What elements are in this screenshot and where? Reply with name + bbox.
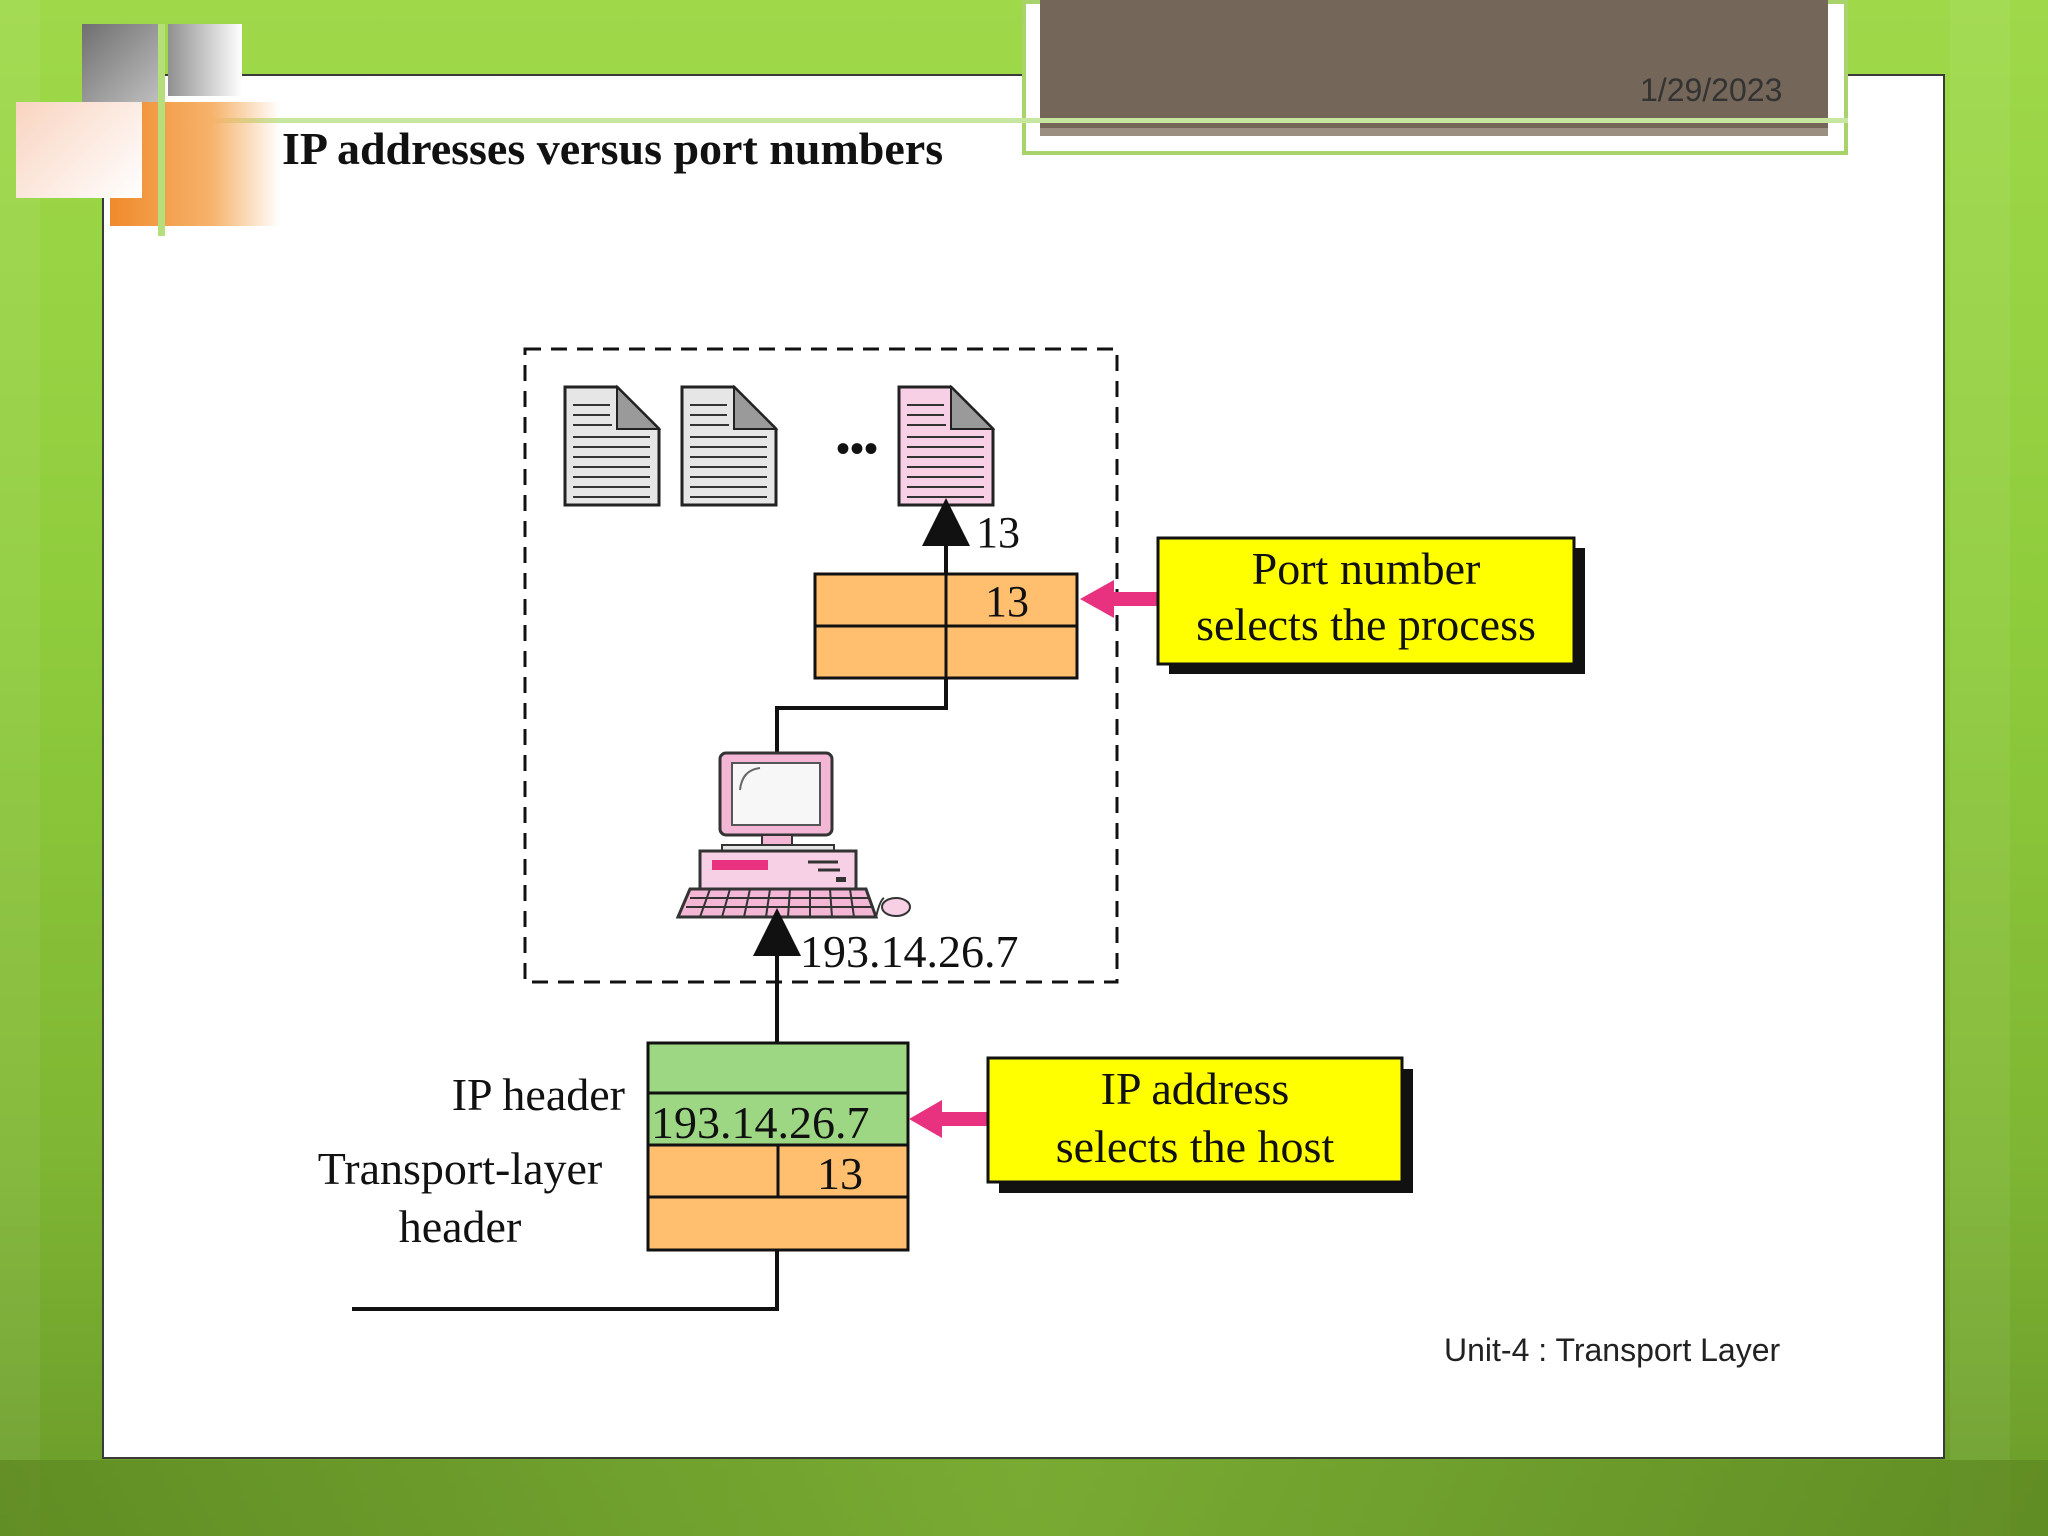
background-stripe bbox=[0, 0, 40, 1536]
selected-process-document-icon bbox=[897, 384, 996, 507]
background-band bbox=[0, 1460, 2048, 1536]
decor-vertical-line bbox=[158, 24, 165, 236]
slide-canvas bbox=[102, 74, 1945, 1459]
host-connector bbox=[775, 706, 946, 755]
ip-callout-arrow bbox=[909, 1100, 990, 1138]
ip-header-label: IP header bbox=[452, 1069, 625, 1120]
incoming-wire bbox=[352, 1250, 779, 1311]
transport-header-box bbox=[813, 572, 1079, 680]
slide-footer: Unit-4 : Transport Layer bbox=[1444, 1332, 1781, 1368]
port-callout bbox=[1156, 536, 1576, 666]
ip-callout-line2: selects the host bbox=[1056, 1121, 1335, 1172]
transport-header-label-line2: header bbox=[399, 1201, 522, 1252]
slide-date: 1/29/2023 bbox=[1640, 72, 1783, 108]
header-rule bbox=[100, 118, 1848, 123]
ellipsis: ••• bbox=[836, 426, 878, 471]
ip-callout-line1: IP address bbox=[1101, 1063, 1290, 1114]
port-callout-line2: selects the process bbox=[1196, 599, 1536, 650]
packet-port-value: 13 bbox=[817, 1148, 863, 1199]
decor-square-pink bbox=[16, 102, 142, 198]
process-port-label: 13 bbox=[976, 508, 1020, 557]
host-ip-label: 193.14.26.7 bbox=[800, 926, 1019, 977]
decor-square-gray bbox=[82, 24, 160, 102]
packet-ip-value: 193.14.26.7 bbox=[651, 1097, 870, 1148]
transport-header-label-line1: Transport-layer bbox=[318, 1143, 602, 1194]
process-document-icon bbox=[563, 384, 662, 507]
header-brown-block bbox=[1040, 0, 1828, 136]
computer-icon bbox=[675, 751, 911, 919]
port-callout-line1: Port number bbox=[1252, 543, 1481, 594]
host-boundary bbox=[523, 347, 1119, 984]
decor-square-gradient bbox=[168, 24, 242, 96]
ip-header-top bbox=[646, 1041, 910, 1095]
transport-port-value: 13 bbox=[985, 577, 1029, 626]
process-document-icon bbox=[680, 384, 779, 507]
transport-header-bottom bbox=[646, 1195, 910, 1252]
ip-callout bbox=[986, 1056, 1404, 1184]
port-callout-arrow bbox=[1080, 580, 1160, 618]
packet-headers bbox=[646, 1041, 910, 1252]
background-stripe bbox=[1950, 0, 2010, 1536]
slide-title: IP addresses versus port numbers bbox=[282, 123, 944, 174]
